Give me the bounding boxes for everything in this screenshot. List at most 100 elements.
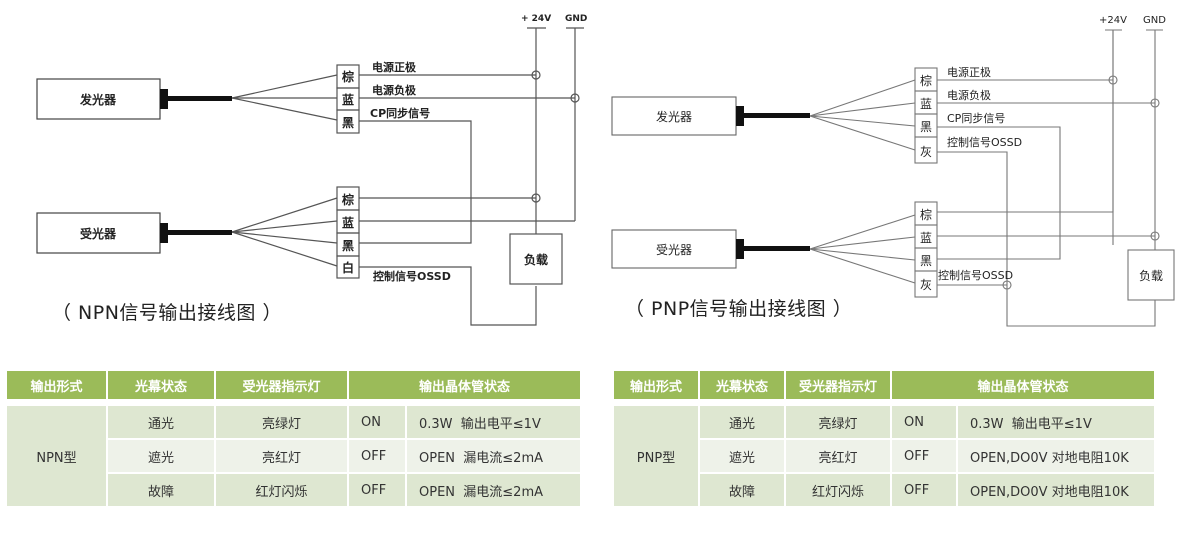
wire-color: 黑: [342, 239, 354, 253]
npn-wiring-diagram: + 24V GND 发光器 受光器 负载 棕 蓝 黑 电源正极 电源负极 CP同…: [36, 14, 587, 326]
switch-cell: ON: [892, 406, 956, 438]
table-row: NPN型 通光 亮绿灯 ON 0.3W 输出电平≤1V: [7, 406, 580, 506]
wire-color: 棕: [920, 73, 932, 88]
header-indicator: 受光器指示灯: [216, 371, 347, 399]
wire-label: 电源负极: [372, 83, 417, 97]
wire-label: 电源负极: [947, 88, 991, 102]
detail-cell: OPEN,DO0V 对地电阻10K: [958, 474, 1154, 506]
table-row: 故障 红灯闪烁 OFF OPEN,DO0V 对地电阻10K: [614, 474, 1154, 506]
wire-label: CP同步信号: [947, 112, 1005, 125]
detail-cell: 0.3W 输出电平≤1V: [407, 406, 580, 438]
indicator-cell: 红灯闪烁: [786, 474, 890, 506]
pos-rail-label: + 24V: [521, 14, 551, 24]
output-type-cell: PNP型: [614, 406, 698, 506]
switch-cell: OFF: [349, 474, 405, 506]
junction: [1108, 75, 1118, 85]
state-cell: 通光: [108, 406, 214, 438]
load-label: 负载: [1139, 269, 1163, 283]
wire-color: 棕: [341, 69, 354, 84]
receiver-cable: [168, 230, 232, 235]
load-label: 负载: [524, 252, 548, 267]
receiver-label: 受光器: [656, 243, 692, 257]
wire-color: 蓝: [342, 215, 354, 230]
table-header-row: 输出形式 光幕状态 受光器指示灯 输出晶体管状态: [7, 371, 580, 399]
gnd-rail-label: GND: [565, 14, 587, 24]
junction: [531, 70, 541, 80]
junction: [1150, 98, 1160, 108]
emitter-cable: [168, 96, 232, 101]
pos-rail-label: +24V: [1099, 15, 1127, 26]
switch-cell: OFF: [892, 440, 956, 472]
npn-spec-table: 输出形式 光幕状态 受光器指示灯 输出晶体管状态 NPN型 通光 亮绿灯 ON …: [5, 369, 582, 508]
emitter-connector: [160, 89, 168, 109]
receiver-cable: [744, 246, 810, 251]
state-cell: 故障: [108, 474, 214, 506]
detail-cell: OPEN 漏电流≤2mA: [407, 440, 580, 472]
wire-label: CP同步信号: [370, 106, 430, 120]
wire-color: 蓝: [342, 92, 354, 107]
wire-label: 电源正极: [372, 60, 417, 74]
switch-cell: OFF: [349, 440, 405, 472]
receiver-connector: [160, 223, 168, 243]
wire-label: 控制信号OSSD: [947, 135, 1022, 149]
output-type-cell: NPN型: [7, 406, 106, 506]
wire-color: 黑: [920, 254, 932, 268]
wire-color: 黑: [920, 120, 932, 134]
gnd-rail-label: GND: [1143, 15, 1166, 26]
junction: [531, 193, 541, 203]
header-output-type: 输出形式: [7, 371, 106, 399]
header-curtain-state: 光幕状态: [108, 371, 214, 399]
header-output-type: 输出形式: [614, 371, 698, 399]
load-box: [1127, 249, 1175, 301]
emitter-connector: [736, 106, 744, 126]
terminal-gray: [914, 270, 938, 298]
switch-cell: ON: [349, 406, 405, 438]
table-header-row: 输出形式 光幕状态 受光器指示灯 输出晶体管状态: [614, 371, 1154, 399]
receiver-label: 受光器: [80, 226, 117, 241]
state-cell: 故障: [700, 474, 784, 506]
wire-label: 控制信号OSSD: [938, 268, 1013, 282]
wire-color: 灰: [920, 278, 932, 292]
wire-color: 棕: [341, 192, 354, 207]
wire-color: 灰: [920, 145, 932, 159]
junction: [1002, 280, 1012, 290]
table-row: 遮光 亮红灯 OFF OPEN 漏电流≤2mA: [7, 440, 580, 472]
indicator-cell: 亮红灯: [216, 440, 347, 472]
wire-label: 电源正极: [947, 65, 991, 79]
header-transistor-state: 输出晶体管状态: [349, 371, 580, 399]
load-box: [509, 233, 563, 285]
wire-label: 控制信号OSSD: [373, 269, 451, 283]
emitter-label: 发光器: [79, 92, 117, 107]
receiver-connector: [736, 239, 744, 259]
header-curtain-state: 光幕状态: [700, 371, 784, 399]
wire-color: 蓝: [920, 231, 932, 245]
header-transistor-state: 输出晶体管状态: [892, 371, 1154, 399]
emitter-cable: [744, 113, 810, 118]
switch-cell: OFF: [892, 474, 956, 506]
emitter-label: 发光器: [656, 109, 692, 124]
wire-color: 白: [342, 260, 354, 275]
detail-cell: OPEN,DO0V 对地电阻10K: [958, 440, 1154, 472]
indicator-cell: 亮绿灯: [786, 406, 890, 438]
table-row: PNP型 通光 亮绿灯 ON 0.3W 输出电平≤1V: [614, 406, 1154, 506]
indicator-cell: 亮绿灯: [216, 406, 347, 438]
junction: [570, 93, 580, 103]
pnp-spec-table: 输出形式 光幕状态 受光器指示灯 输出晶体管状态 PNP型 通光 亮绿灯 ON …: [612, 369, 1156, 508]
state-cell: 遮光: [108, 440, 214, 472]
detail-cell: OPEN 漏电流≤2mA: [407, 474, 580, 506]
npn-caption: （ NPN信号输出接线图 ）: [52, 302, 282, 324]
state-cell: 通光: [700, 406, 784, 438]
wire-color: 黑: [342, 116, 354, 130]
indicator-cell: 红灯闪烁: [216, 474, 347, 506]
table-row: 故障 红灯闪烁 OFF OPEN 漏电流≤2mA: [7, 474, 580, 506]
pnp-caption: （ PNP信号输出接线图 ）: [625, 298, 853, 320]
wire-color: 蓝: [920, 97, 932, 111]
wire-color: 棕: [920, 207, 932, 222]
header-indicator: 受光器指示灯: [786, 371, 890, 399]
indicator-cell: 亮红灯: [786, 440, 890, 472]
detail-cell: 0.3W 输出电平≤1V: [958, 406, 1154, 438]
table-row: 遮光 亮红灯 OFF OPEN,DO0V 对地电阻10K: [614, 440, 1154, 472]
terminal-gray: [914, 136, 938, 164]
junction: [1150, 231, 1160, 241]
state-cell: 遮光: [700, 440, 784, 472]
